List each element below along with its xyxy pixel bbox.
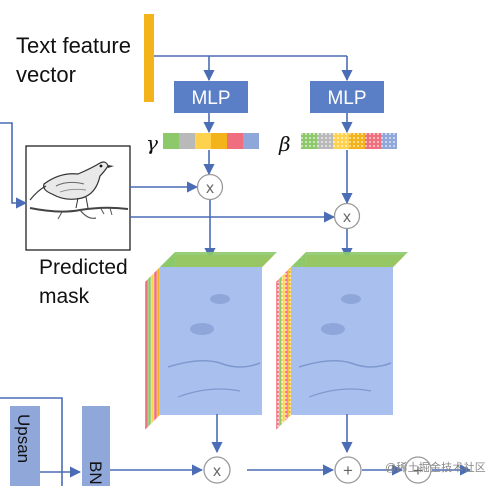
feature-map-stack-beta (275, 251, 408, 431)
mlp-right-block: MLP (310, 81, 384, 113)
gamma-symbol: γ (146, 131, 158, 155)
feature-map-face (160, 267, 262, 415)
watermark: @稀土掘金技术社区 (385, 462, 486, 474)
multiply-op-bottom: x (203, 456, 231, 484)
text-feature-vector-bar (144, 14, 154, 102)
bottom-left-connectors (0, 397, 82, 486)
mlp-to-params-arrows (203, 113, 353, 134)
mlp-left-block: MLP (174, 81, 248, 113)
gamma-vector-strip (163, 133, 259, 149)
predicted-mask-label: Predicted mask (39, 256, 128, 308)
bn-block: BN (82, 406, 110, 486)
param-cell (195, 133, 211, 149)
multiply-op-gamma: x (196, 173, 224, 201)
maps-to-bottom-arrows (211, 414, 353, 454)
svg-text:+: + (413, 461, 423, 480)
mask-connectors (0, 122, 336, 223)
text-to-mlp-connectors (154, 55, 353, 82)
svg-text:x: x (213, 463, 221, 480)
text-feature-vector-label: Text feature vector (16, 33, 131, 87)
feature-map-face (291, 267, 393, 415)
upsample-block: Upsan (10, 406, 40, 486)
param-cell (227, 133, 243, 149)
svg-text:+: + (343, 461, 353, 480)
multiply-op-beta: x (333, 202, 361, 230)
ops-to-maps-arrows (204, 200, 353, 260)
feature-map-stack-gamma (144, 251, 277, 431)
param-cell (163, 133, 179, 149)
bn-label: BN (86, 461, 105, 485)
mlp-left-label: MLP (191, 88, 230, 109)
param-cell (179, 133, 195, 149)
beta-vector-strip (301, 133, 397, 149)
bird-sketch (43, 161, 109, 200)
upsample-label: Upsan (14, 414, 33, 463)
svg-text:x: x (343, 209, 351, 226)
svg-text:x: x (206, 180, 214, 197)
add-op-middle: + (334, 456, 362, 484)
add-op-right: + (404, 456, 432, 484)
beta-symbol: β (278, 132, 291, 156)
params-to-ops-arrows (203, 150, 353, 205)
param-cell (211, 133, 227, 149)
predicted-mask-image (25, 145, 131, 251)
mlp-right-label: MLP (327, 88, 366, 109)
param-cell (243, 133, 259, 149)
